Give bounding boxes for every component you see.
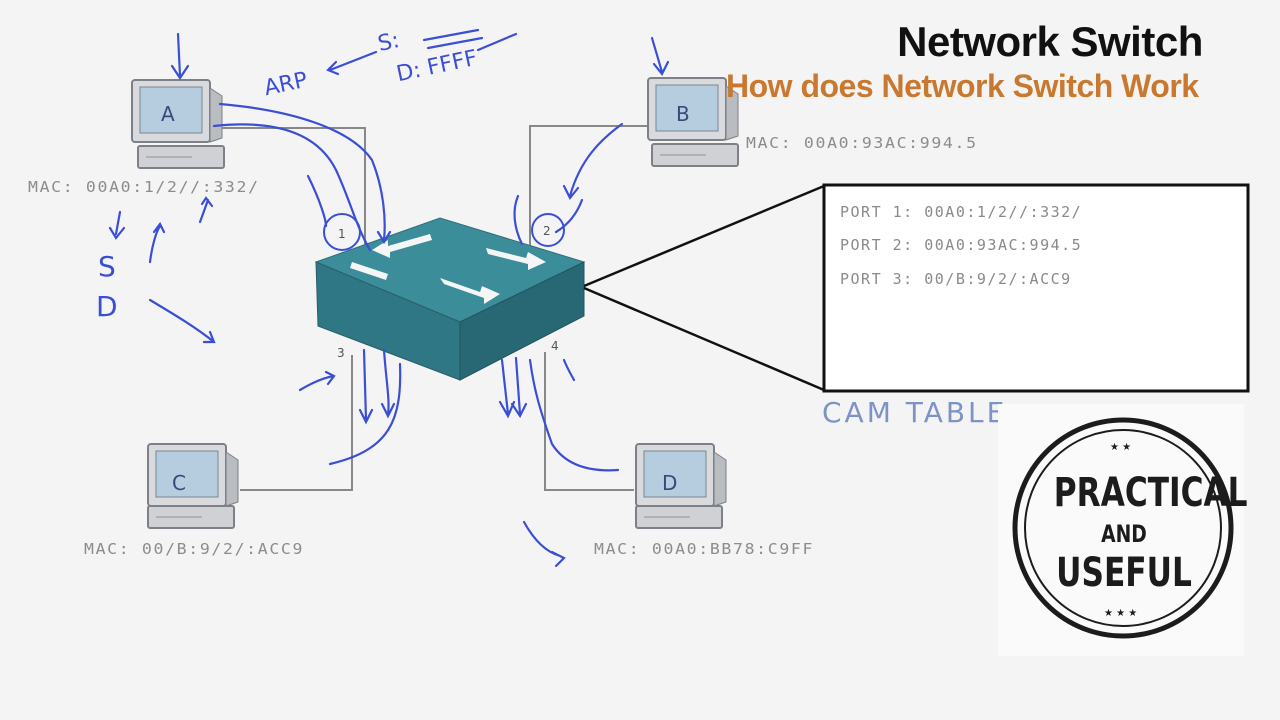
- computer-c-letter: C: [172, 471, 186, 495]
- mac-label-a: MAC: 00A0:1/2//:332/: [28, 178, 260, 196]
- port-1-label: 1: [338, 227, 346, 241]
- computer-c: [147, 443, 239, 529]
- cam-row-port-2: PORT 2: 00A0:93AC:994.5: [840, 236, 1083, 254]
- port-4-label: 4: [551, 339, 559, 353]
- computer-d: [635, 443, 727, 529]
- stamp-line-2: AND: [1101, 520, 1147, 548]
- switch-right-face: [459, 261, 585, 381]
- callout-line-bottom: [583, 286, 825, 392]
- practical-useful-stamp: ★ ★ ★ ★ ★: [998, 404, 1244, 656]
- mac-label-b: MAC: 00A0:93AC:994.5: [746, 134, 978, 152]
- stamp-line-3: USEFUL: [1056, 550, 1192, 596]
- stamp-line-1: PRACTICAL: [1053, 470, 1248, 516]
- mac-label-d: MAC: 00A0:BB78:C9FF: [594, 540, 815, 558]
- cable-c: [240, 355, 353, 491]
- cam-row-port-3: PORT 3: 00/B:9/2/:ACC9: [840, 270, 1072, 288]
- cam-row-port-1: PORT 1: 00A0:1/2//:332/: [840, 203, 1083, 221]
- cable-b: [529, 125, 648, 250]
- callout-line-top: [583, 184, 825, 288]
- computer-d-letter: D: [662, 471, 677, 495]
- computer-a-letter: A: [161, 102, 175, 126]
- computer-a: [131, 79, 225, 169]
- page-subtitle: How does Network Switch Work: [726, 68, 1199, 104]
- ink-annotations: [108, 28, 670, 568]
- cam-table-caption: CAM TABLE: [822, 396, 1008, 429]
- cable-d: [544, 352, 634, 491]
- computer-b-letter: B: [676, 102, 690, 126]
- cam-table-box: [822, 183, 1250, 393]
- s-annotation: S: [98, 250, 116, 283]
- port-2-circle: [531, 213, 565, 247]
- mac-label-c: MAC: 00/B:9/2/:ACC9: [84, 540, 305, 558]
- cable-a: [215, 127, 366, 248]
- svg-text:★ ★ ★: ★ ★ ★: [1104, 608, 1137, 619]
- network-switch: [314, 217, 586, 381]
- page-title: Network Switch: [897, 18, 1203, 65]
- cables: [215, 125, 648, 491]
- port-2-label: 2: [543, 224, 551, 238]
- svg-text:★ ★: ★ ★: [1110, 442, 1131, 453]
- switch-arrows: [350, 234, 546, 304]
- port-3-label: 3: [337, 346, 345, 360]
- computer-b: [647, 77, 739, 167]
- d-annotation: D: [96, 290, 118, 323]
